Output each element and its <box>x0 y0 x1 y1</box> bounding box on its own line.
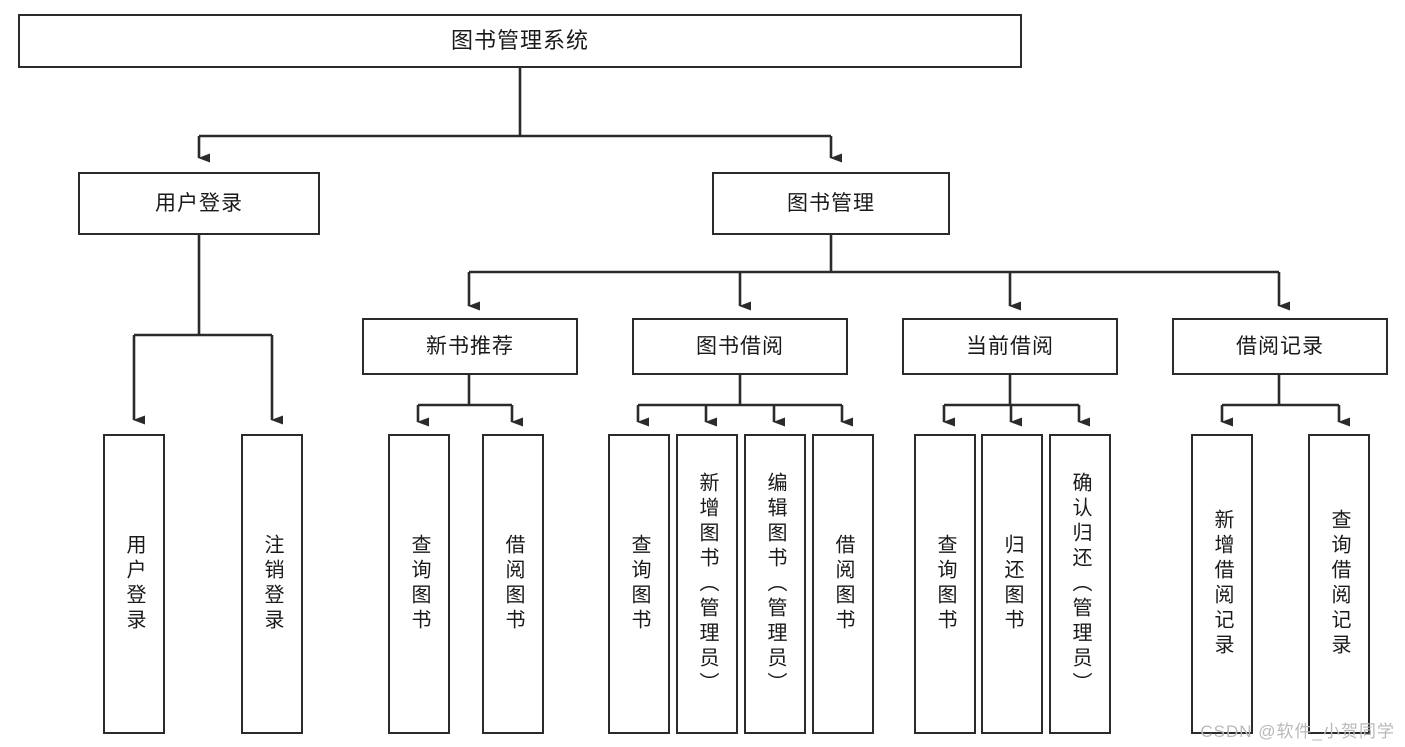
node-borrow-record[interactable]: 借阅记录 <box>1172 318 1388 375</box>
leaf-borrow-record-query-record[interactable]: 查询借阅记录 <box>1308 434 1370 734</box>
node-label: 查询图书 <box>408 534 430 634</box>
node-label: 确认归还（管理员） <box>1069 471 1091 697</box>
node-label: 当前借阅 <box>966 334 1054 358</box>
node-label: 查询借阅记录 <box>1328 509 1350 659</box>
node-label: 用户登录 <box>123 534 145 634</box>
leaf-current-borrow-confirm-return-admin[interactable]: 确认归还（管理员） <box>1049 434 1111 734</box>
leaf-book-borrow-edit-book-admin[interactable]: 编辑图书（管理员） <box>744 434 806 734</box>
node-label: 归还图书 <box>1001 534 1023 634</box>
node-label: 新增图书（管理员） <box>696 471 718 697</box>
node-label: 查询图书 <box>934 534 956 634</box>
node-book-management[interactable]: 图书管理 <box>712 172 950 235</box>
leaf-current-borrow-query-book[interactable]: 查询图书 <box>914 434 976 734</box>
leaf-book-borrow-add-book-admin[interactable]: 新增图书（管理员） <box>676 434 738 734</box>
leaf-book-borrow-borrow-book[interactable]: 借阅图书 <box>812 434 874 734</box>
leaf-borrow-record-add-record[interactable]: 新增借阅记录 <box>1191 434 1253 734</box>
node-label: 图书借阅 <box>696 334 784 358</box>
node-user-login[interactable]: 用户登录 <box>78 172 320 235</box>
node-root-book-management-system[interactable]: 图书管理系统 <box>18 14 1022 68</box>
node-label: 注销登录 <box>261 534 283 634</box>
node-label: 用户登录 <box>155 191 243 215</box>
leaf-user-login-login[interactable]: 用户登录 <box>103 434 165 734</box>
leaf-new-book-borrow-book[interactable]: 借阅图书 <box>482 434 544 734</box>
node-label: 图书管理系统 <box>450 27 589 53</box>
node-label: 借阅图书 <box>832 534 854 634</box>
leaf-new-book-query-book[interactable]: 查询图书 <box>388 434 450 734</box>
node-current-borrow[interactable]: 当前借阅 <box>902 318 1118 375</box>
node-label: 借阅图书 <box>502 534 524 634</box>
node-label: 新增借阅记录 <box>1211 509 1233 659</box>
csdn-watermark: CSDN @软件_小贺同学 <box>1200 722 1395 741</box>
node-label: 新书推荐 <box>426 334 514 358</box>
node-label: 编辑图书（管理员） <box>764 471 786 697</box>
leaf-user-login-logout[interactable]: 注销登录 <box>241 434 303 734</box>
leaf-current-borrow-return-book[interactable]: 归还图书 <box>981 434 1043 734</box>
leaf-book-borrow-query-book[interactable]: 查询图书 <box>608 434 670 734</box>
node-label: 借阅记录 <box>1236 334 1324 358</box>
node-new-book-recommend[interactable]: 新书推荐 <box>362 318 578 375</box>
node-label: 图书管理 <box>787 191 875 215</box>
node-label: 查询图书 <box>628 534 650 634</box>
node-book-borrow[interactable]: 图书借阅 <box>632 318 848 375</box>
